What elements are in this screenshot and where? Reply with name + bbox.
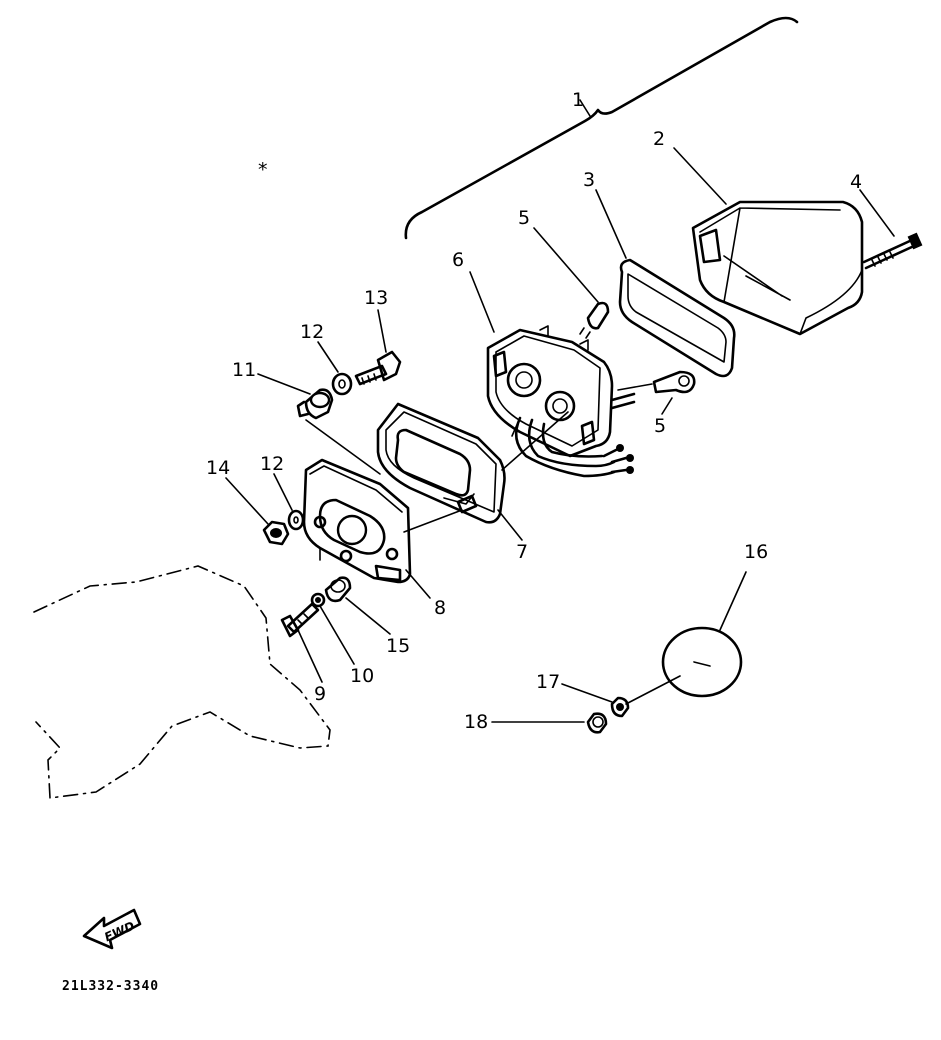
lens-cover-part-2: [691, 200, 864, 336]
callout-5-upper: 5: [518, 207, 530, 229]
diagram-code: 21L332-3340: [62, 979, 159, 994]
leader-16: [719, 571, 747, 631]
leader-15: [345, 597, 391, 635]
fwd-arrow-icon: FWD: [82, 908, 142, 950]
bulb-connector-line: [617, 383, 653, 391]
leader-4: [859, 189, 895, 237]
asterisk-mark: *: [258, 159, 268, 181]
callout-15: 15: [386, 635, 410, 657]
callout-9: 9: [314, 683, 326, 705]
reflector-to-nut: [625, 675, 681, 705]
leader-3: [595, 189, 627, 259]
leader-2: [673, 147, 727, 205]
bolt-part-13: [354, 350, 402, 386]
spring-washer-part-10: [310, 592, 326, 608]
leader-17: [561, 683, 613, 703]
callout-16: 16: [744, 541, 768, 563]
callout-10: 10: [350, 665, 374, 687]
callout-4: 4: [850, 171, 862, 193]
leader-1: [579, 99, 591, 117]
callout-13: 13: [364, 287, 388, 309]
connector-line-b: [501, 411, 569, 471]
fwd-label: FWD: [102, 919, 136, 945]
callout-5-lower: 5: [654, 415, 666, 437]
assembly-bracket: [404, 16, 799, 240]
connector-line-a: [305, 419, 381, 475]
screw-part-9: [280, 602, 320, 638]
grommet-part-11: [296, 388, 334, 420]
screw-part-4: [862, 232, 923, 270]
leader-8: [405, 569, 431, 599]
callout-1: 1: [572, 89, 584, 111]
leader-9: [297, 629, 323, 683]
callout-2: 2: [653, 128, 665, 150]
leader-10: [319, 605, 355, 665]
callout-8: 8: [434, 597, 446, 619]
bulb-part-5-lower: [652, 370, 696, 394]
washer-part-12-lower: [287, 509, 305, 531]
callout-17: 17: [536, 671, 560, 693]
gasket-part-3: [618, 258, 736, 378]
leader-12b: [273, 473, 293, 511]
callout-12-lower: 12: [260, 453, 284, 475]
callout-12-upper: 12: [300, 321, 324, 343]
leader-5b: [661, 397, 673, 415]
reflector-part-16: [661, 626, 743, 698]
nut-part-14: [262, 520, 290, 546]
leader-11: [257, 373, 311, 395]
wire-harness: [511, 416, 634, 478]
base-plate-part-7: [376, 402, 506, 524]
fender-outline-phantom: [33, 565, 331, 799]
leader-13: [377, 309, 387, 353]
bulb-part-5-upper: [579, 301, 610, 339]
leader-12a: [317, 341, 339, 373]
callout-3: 3: [583, 169, 595, 191]
leader-14: [225, 477, 269, 525]
nut-part-17: [610, 696, 630, 718]
housing-part-6: [486, 325, 636, 458]
callout-18: 18: [464, 711, 488, 733]
collar-part-15: [324, 576, 352, 603]
callout-14: 14: [206, 457, 230, 479]
callout-7: 7: [516, 541, 528, 563]
washer-part-12-upper: [331, 372, 353, 396]
leader-6: [469, 271, 495, 333]
callout-6: 6: [452, 249, 464, 271]
connector-line-c: [403, 509, 463, 533]
leader-5a: [533, 227, 599, 303]
leader-7: [497, 509, 523, 541]
callout-11: 11: [232, 359, 256, 381]
collar-part-18: [586, 712, 608, 734]
